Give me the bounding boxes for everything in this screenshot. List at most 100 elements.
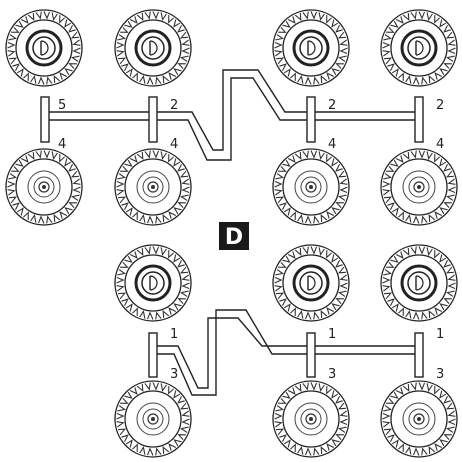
tread-mark	[118, 428, 127, 436]
tread-mark	[168, 386, 174, 395]
tread-mark	[117, 405, 126, 412]
tread-mark	[443, 163, 451, 172]
tread-mark	[155, 447, 162, 456]
tread-mark	[160, 247, 167, 256]
tread-mark	[391, 303, 399, 312]
tread-mark	[390, 159, 399, 167]
tread-mark	[282, 159, 291, 167]
tire-icon	[272, 244, 350, 322]
tread-mark	[117, 173, 126, 180]
top-axle-labels: 5 2 2 2 4 4 4 4	[58, 98, 444, 152]
tread-mark	[72, 178, 81, 185]
tread-mark	[383, 173, 392, 180]
tire-icon	[272, 148, 350, 226]
tread-mark	[146, 76, 154, 85]
tread-mark	[382, 285, 391, 292]
tread-mark	[177, 395, 185, 404]
tread-mark	[23, 72, 29, 81]
tread-mark	[382, 180, 391, 188]
tread-mark	[275, 34, 284, 41]
tread-mark	[447, 418, 456, 426]
tread-mark	[125, 68, 133, 77]
tread-mark	[173, 254, 181, 263]
tread-mark	[64, 207, 73, 215]
tread-mark	[398, 211, 404, 220]
tread-mark	[418, 382, 426, 391]
tread-mark	[390, 255, 399, 263]
tread-mark	[116, 41, 125, 49]
tread-mark	[139, 446, 146, 455]
tread-mark	[118, 57, 127, 65]
tread-mark	[331, 68, 340, 76]
tread-mark	[279, 63, 287, 72]
tread-mark	[339, 418, 348, 426]
tread-mark	[326, 15, 332, 24]
tread-mark	[35, 11, 42, 20]
tread-mark	[121, 63, 129, 72]
tread-mark	[177, 434, 186, 440]
tread-mark	[384, 292, 393, 300]
tread-mark	[168, 443, 177, 451]
tread-mark	[320, 309, 328, 318]
tread-mark	[294, 384, 302, 393]
tread-mark	[339, 186, 348, 194]
tread-mark	[12, 63, 20, 72]
driveshaft-bottom-b	[157, 309, 307, 396]
tread-mark	[337, 402, 346, 410]
tread-mark	[418, 11, 426, 20]
tread-mark	[318, 12, 325, 21]
tread-mark	[426, 247, 433, 256]
tread-mark	[152, 150, 160, 159]
tread-mark	[177, 259, 185, 268]
tread-mark	[290, 443, 296, 452]
axle-top-right-inner	[306, 96, 316, 143]
tread-mark	[43, 11, 51, 20]
tread-mark	[446, 290, 455, 297]
tread-mark	[405, 75, 412, 84]
tread-mark	[339, 410, 348, 417]
tread-mark	[445, 266, 454, 274]
tread-mark	[304, 215, 312, 224]
tread-mark	[335, 202, 344, 208]
tread-mark	[283, 68, 291, 77]
axle-label: 1	[436, 327, 444, 342]
tread-mark	[335, 434, 344, 440]
tread-mark	[155, 76, 162, 85]
tread-mark	[434, 72, 443, 80]
tread-mark	[53, 74, 61, 83]
tread-mark	[382, 41, 391, 49]
tread-mark	[177, 202, 186, 208]
tread-mark	[443, 63, 452, 69]
tread-mark	[338, 194, 347, 201]
tread-mark	[439, 158, 447, 167]
axle-top-left-inner	[148, 96, 158, 143]
badge-background	[219, 222, 249, 250]
tread-mark	[426, 383, 433, 392]
tread-mark	[11, 166, 20, 172]
tread-mark	[302, 150, 309, 159]
tire-icon	[272, 9, 350, 87]
tread-mark	[402, 152, 410, 161]
tread-mark	[339, 274, 348, 281]
tread-mark	[320, 213, 328, 222]
tread-mark	[412, 76, 420, 85]
tread-mark	[421, 447, 428, 456]
tread-mark	[125, 303, 133, 312]
tread-mark	[398, 72, 404, 81]
tread-mark	[68, 163, 76, 172]
tread-mark	[124, 255, 133, 263]
tread-mark	[27, 13, 35, 22]
tread-mark	[447, 178, 456, 185]
tread-mark	[162, 213, 170, 222]
tread-mark	[412, 215, 420, 224]
axle-label: 4	[328, 137, 336, 152]
tread-mark	[339, 178, 348, 185]
tread-mark	[35, 150, 42, 159]
tread-mark	[405, 310, 412, 319]
tread-mark	[64, 158, 72, 167]
tread-mark	[383, 34, 392, 41]
tread-mark	[426, 151, 433, 160]
tread-mark	[304, 447, 312, 456]
tread-mark	[68, 63, 77, 69]
